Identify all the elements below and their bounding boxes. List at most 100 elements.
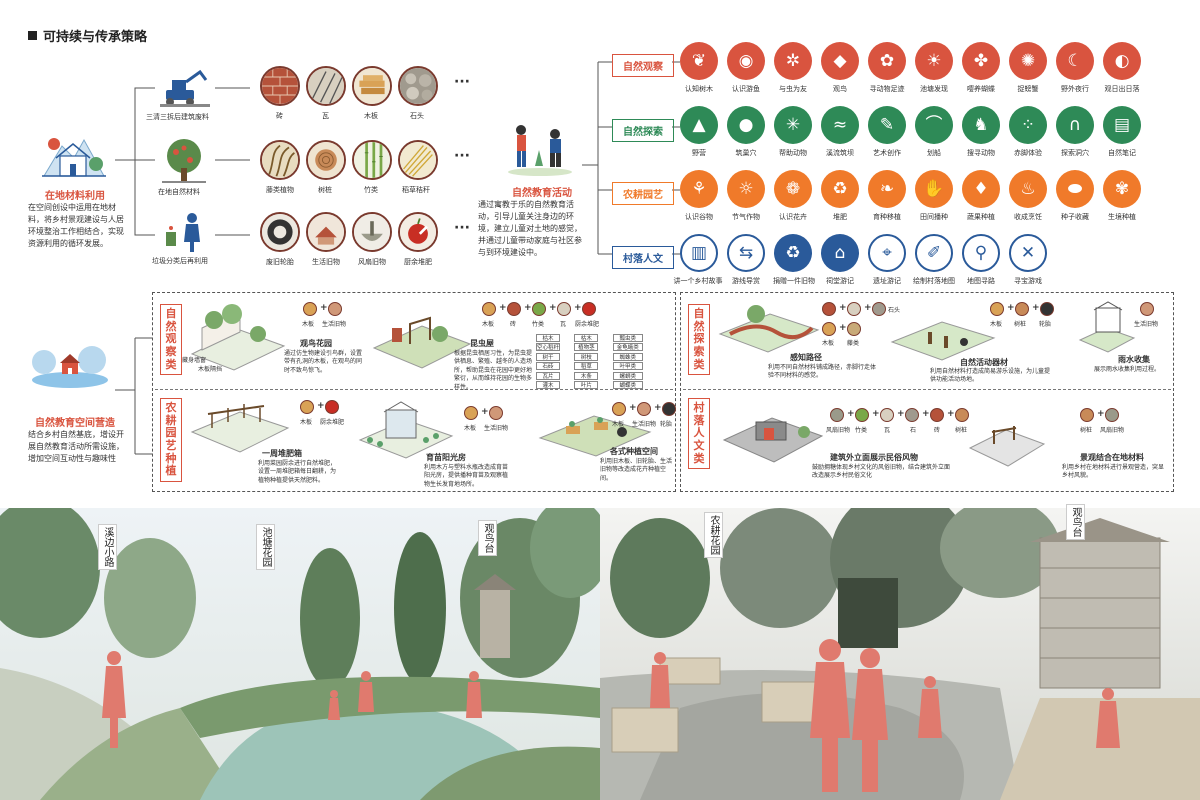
insect-mat-0: 木板 <box>482 321 495 328</box>
insect-mat-1: 砖 <box>510 321 517 328</box>
moon-icon: ☾ <box>1056 42 1094 80</box>
nature-edu-description: 通过寓教于乐的自然教育活动，引导儿童关注身边的环境，建立儿童对土地的感觉，并通过… <box>478 200 582 257</box>
planting-mat-2: 轮胎 <box>660 421 673 428</box>
brick-mini-icon <box>507 302 521 316</box>
landscape-material-sketch <box>968 426 1046 467</box>
plus-icon: + <box>847 409 855 419</box>
panel-label-explore: 自然探索类 <box>688 304 710 376</box>
scene-tag-3: 农耕花园 <box>704 512 723 558</box>
nature-edu-heading: 自然教育活动 <box>512 188 572 199</box>
bird-icon: ◆ <box>821 42 859 80</box>
fan-mini-icon <box>1105 408 1119 422</box>
activity-label-1-6: 搜寻动物 <box>967 149 995 157</box>
activity-label-2-2: 认识花卉 <box>779 213 807 221</box>
facade-mat-4: 砖 <box>934 427 941 434</box>
tree-icon: ❦ <box>680 42 718 80</box>
bird-garden-name: 观鸟花园 <box>300 339 332 348</box>
frog-icon: ☀ <box>915 42 953 80</box>
season-crop-icon: ☼ <box>727 170 765 208</box>
notebook-icon: ▤ <box>1103 106 1141 144</box>
stump-mini-icon <box>1080 408 1094 422</box>
material-label-0-3: 石头 <box>410 112 424 120</box>
brick-mini-icon <box>930 408 944 422</box>
vine-mini-icon <box>847 322 861 336</box>
ruins-map-icon: ⌖ <box>868 234 906 272</box>
facade-sketch <box>722 417 824 463</box>
facade-name: 建筑外立面展示民俗风物 <box>830 453 918 462</box>
rain-collection-sketch <box>1078 301 1136 353</box>
tire-material-icon <box>260 212 300 252</box>
activity-label-0-1: 认识游鱼 <box>732 85 760 93</box>
group-label-2: 垃圾分类后再利用 <box>152 257 208 265</box>
plus-icon: + <box>947 409 955 419</box>
greenhouse-mat-1: 生活旧物 <box>484 425 509 432</box>
activity-label-2-0: 认识谷物 <box>685 213 713 221</box>
path-mat-3: 木板 <box>822 340 835 347</box>
tent-icon: ▲ <box>680 106 718 144</box>
panel-left-group <box>152 292 676 492</box>
nest-icon: ● <box>727 106 765 144</box>
fish-icon: ◉ <box>727 42 765 80</box>
vine-material-icon <box>260 140 300 180</box>
cooking-pot-icon: ♨ <box>1009 170 1047 208</box>
habitat-flower-icon: ✾ <box>1103 170 1141 208</box>
plus-icon: + <box>654 403 662 413</box>
plus-icon: + <box>574 303 582 313</box>
activity-label-0-9: 观日出日落 <box>1104 85 1140 93</box>
activity-label-3-3: 祠堂游记 <box>826 277 854 285</box>
material-label-1-1: 树桩 <box>318 186 332 194</box>
facade-mat-1: 竹类 <box>855 427 868 434</box>
space-description: 结合乡村自然基底，增设开展自然教育活动所需设施，增加空间互动性与趣味性 <box>28 430 124 463</box>
insect-table-cell: 稻草 <box>574 362 599 371</box>
insect-table-cell: 树枝 <box>574 352 599 361</box>
category-village: 村落人文 <box>612 246 674 269</box>
activity-label-3-7: 寻宝游戏 <box>1014 277 1042 285</box>
stream-icon: ≈ <box>821 106 859 144</box>
activity-label-2-9: 生境种植 <box>1108 213 1136 221</box>
bamboo-material-icon <box>352 140 392 180</box>
activity-label-3-6: 地图寻路 <box>967 277 995 285</box>
wood-board-material-icon <box>352 66 392 106</box>
drawing-map-icon: ✐ <box>915 234 953 272</box>
stump-material-icon <box>306 140 346 180</box>
panel-divider-left <box>155 389 673 390</box>
plus-icon: + <box>839 303 847 313</box>
wood-mini-icon <box>482 302 496 316</box>
activity-label-1-4: 艺术创作 <box>873 149 901 157</box>
category-observe: 自然观察 <box>612 54 674 77</box>
signpost-icon: ⇆ <box>727 234 765 272</box>
wood-mini-icon <box>464 406 478 420</box>
insect-mat-4: 厨余堆肥 <box>575 321 600 328</box>
insect-table-cell: 灌木 <box>536 381 560 390</box>
material-label-1-2: 竹类 <box>364 186 378 194</box>
wood-mini-icon <box>990 302 1004 316</box>
activity-label-3-2: 捐赠一件旧物 <box>773 277 815 285</box>
insect-table-cell: 树干 <box>536 352 560 361</box>
household-mini-icon <box>489 406 503 420</box>
landscape-material-name: 景观结合在地材料 <box>1080 453 1144 462</box>
plus-icon: + <box>897 409 905 419</box>
stone-mini-icon <box>872 302 886 316</box>
bird-garden-tag-0: 藏身墙窗 <box>182 357 207 364</box>
plus-icon: + <box>872 409 880 419</box>
stump-mini-icon <box>955 408 969 422</box>
bird-garden-sketch <box>190 304 286 371</box>
title-square-icon <box>28 31 37 40</box>
stone-material-icon <box>398 66 438 106</box>
insect-house-desc: 根据昆虫栖居习性，为昆虫提供栖息、繁殖、越冬的人造场所，帮助昆虫在花园中更好地繁… <box>454 350 533 391</box>
activity-label-1-0: 野营 <box>692 149 706 157</box>
equip-mat-0: 木板 <box>990 321 1003 328</box>
facade-mat-5: 树桩 <box>955 427 968 434</box>
compost-box-desc: 利用菜园厨余进行自然堆肥，设置一周堆肥箱每日翻耕，为植物种植提供天然肥料。 <box>258 460 337 484</box>
donation-bin-icon: ♻ <box>774 234 812 272</box>
brick-mini-icon <box>822 302 836 316</box>
wood-mini-icon <box>612 402 626 416</box>
insect-mat-3: 瓦 <box>560 321 567 328</box>
sunrise-icon: ◐ <box>1103 42 1141 80</box>
sowing-hand-icon: ✋ <box>915 170 953 208</box>
panel-label-farm: 农耕园艺种植 <box>160 398 182 482</box>
rose-icon: ❁ <box>774 170 812 208</box>
material-label-2-0: 废旧轮胎 <box>266 258 294 266</box>
panel-divider-right <box>683 389 1171 390</box>
activity-label-0-0: 认知树木 <box>685 85 713 93</box>
